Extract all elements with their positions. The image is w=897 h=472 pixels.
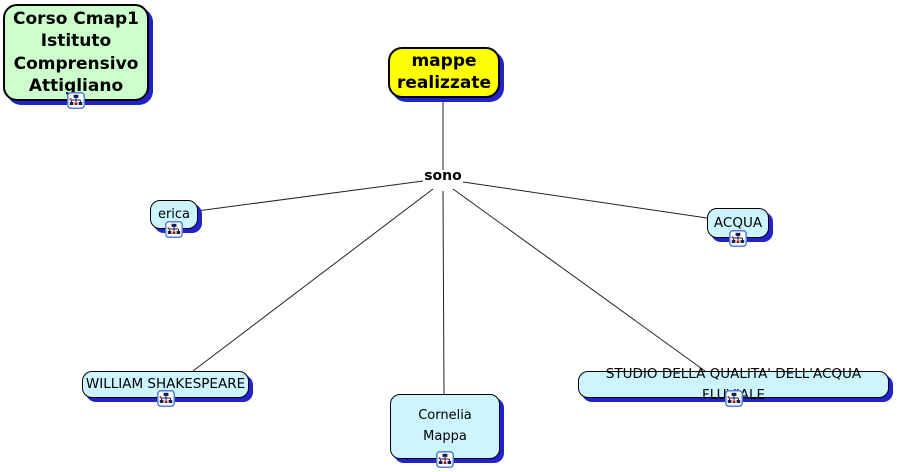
linking-phrase-sono[interactable]: sono — [424, 168, 462, 184]
connector-line — [442, 190, 445, 395]
cmap-resource-icon[interactable] — [157, 390, 175, 407]
concept-node-label: Cornelia Mappa — [418, 407, 472, 444]
concept-node-mappe-realizzate[interactable]: mappe realizzate — [388, 47, 500, 98]
cmap-resource-icon[interactable] — [729, 230, 747, 247]
concept-node-label: Corso Cmap1 Istituto Comprensivo Attigli… — [13, 9, 139, 96]
concept-node-acqua[interactable]: ACQUA — [707, 208, 769, 238]
cmap-resource-icon[interactable] — [165, 221, 183, 238]
concept-node-cornelia-mappa[interactable]: Cornelia Mappa — [390, 394, 500, 459]
concept-node-label: STUDIO DELLA QUALITA' DELL'ACQUA FLUVIAL… — [605, 366, 862, 402]
concept-node-erica[interactable]: erica — [150, 200, 198, 229]
concept-node-label: mappe realizzate — [397, 51, 491, 93]
connector-line — [452, 188, 706, 372]
concept-node-label: ACQUA — [713, 214, 763, 231]
connector-line — [462, 181, 708, 219]
concept-node-studio-qualita-acqua[interactable]: STUDIO DELLA QUALITA' DELL'ACQUA FLUVIAL… — [578, 366, 889, 398]
concept-node-corso-cmap1[interactable]: Corso Cmap1 Istituto Comprensivo Attigli… — [3, 4, 149, 101]
concept-node-label: WILLIAM SHAKESPEARE — [85, 376, 246, 393]
concept-node-william-shakespeare[interactable]: WILLIAM SHAKESPEARE — [82, 371, 249, 398]
cmap-resource-icon[interactable] — [436, 451, 454, 468]
concept-node-label: erica — [157, 206, 191, 222]
cmap-resource-icon[interactable] — [67, 92, 85, 109]
connector-line — [192, 188, 434, 372]
connector-line — [196, 180, 424, 212]
cmap-resource-icon[interactable] — [725, 390, 743, 407]
